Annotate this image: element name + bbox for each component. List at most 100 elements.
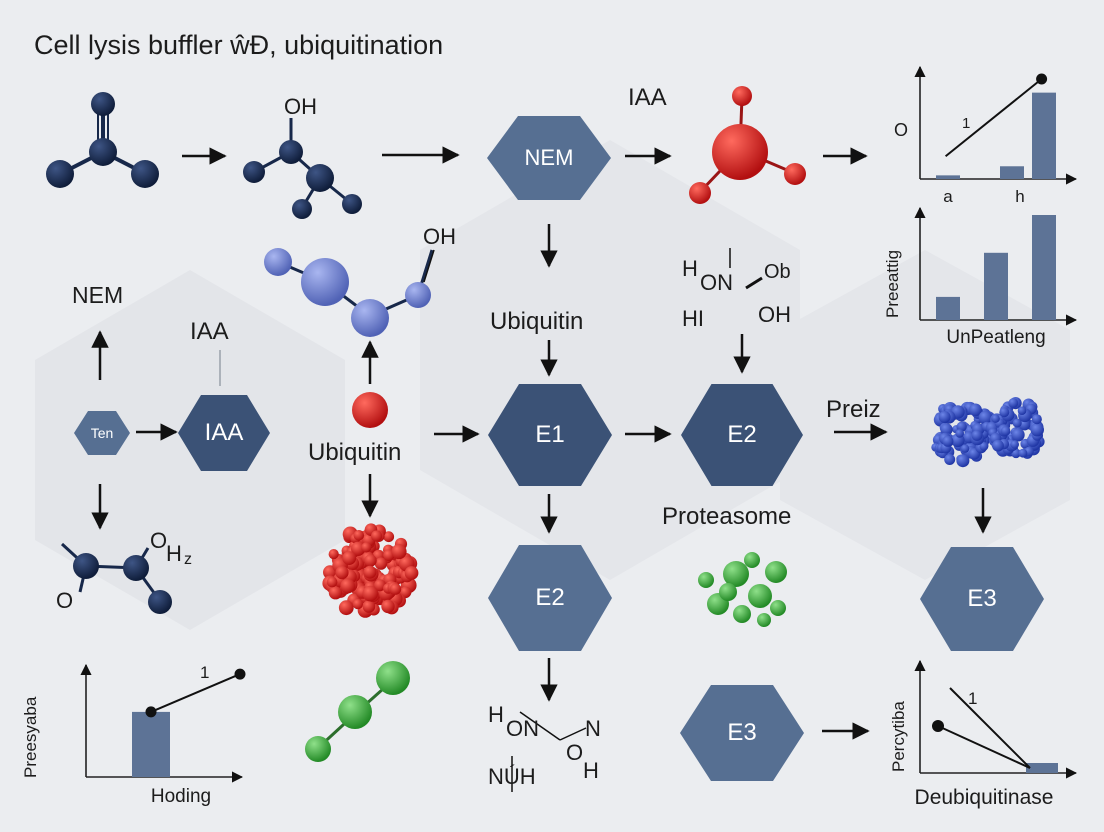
cluster-sphere	[999, 407, 1010, 418]
cluster-sphere	[719, 583, 737, 601]
formula-top-ob: Ob	[764, 261, 791, 283]
y-axis-label: Preesyaba	[21, 696, 40, 778]
cluster-sphere	[364, 554, 377, 567]
formula-bot-on: ON	[506, 716, 539, 741]
cluster-sphere	[991, 414, 1000, 423]
cluster-sphere	[326, 576, 338, 588]
cluster-sphere	[723, 561, 749, 587]
formula-bot-h2: H	[583, 758, 599, 783]
formula-bot-n: N	[585, 716, 601, 741]
cluster-sphere	[361, 542, 372, 553]
x-axis-label: Hoding	[151, 786, 211, 807]
formula-bot-o: O	[566, 740, 584, 765]
bar	[132, 711, 170, 777]
tick-label: h	[1015, 187, 1024, 206]
cluster-sphere	[1000, 426, 1011, 436]
label-h-left-mol: H	[166, 541, 182, 566]
cluster-sphere	[1017, 406, 1027, 416]
label-o-left-mol: O	[150, 528, 168, 553]
label-o-left: O	[56, 588, 74, 613]
bar	[1032, 92, 1056, 179]
tick-label: a	[943, 187, 953, 206]
node-e2-lower-label: E2	[535, 584, 565, 611]
bond-bot-formula-2	[559, 727, 587, 741]
node-e1-label: E1	[535, 421, 565, 448]
cluster-sphere	[748, 584, 772, 608]
cluster-sphere	[969, 403, 982, 417]
cluster-sphere	[978, 410, 993, 425]
cluster-sphere	[353, 530, 365, 541]
node-e2-center-label: E2	[727, 421, 757, 448]
molecule-left-bottom	[60, 542, 172, 614]
cluster-sphere	[942, 435, 954, 447]
cluster-sphere	[374, 557, 388, 570]
protein-red-cluster	[322, 523, 419, 618]
cluster-sphere	[744, 552, 760, 568]
cluster-sphere	[770, 600, 786, 616]
protein-blue-cluster	[931, 397, 1045, 468]
trend-point	[145, 706, 157, 718]
node-ten-label: Ten	[90, 425, 114, 441]
molecule-green-chain	[305, 661, 410, 762]
cluster-sphere	[1031, 414, 1042, 425]
y-axis-label: Percytiba	[889, 701, 908, 772]
annotation-label: 1	[968, 689, 977, 708]
cluster-sphere	[374, 579, 386, 592]
molecule-blue-chain	[264, 248, 434, 337]
cluster-sphere	[404, 566, 419, 580]
formula-top-oh: OH	[758, 302, 791, 327]
node-iaa-label: IAA	[204, 419, 244, 446]
cluster-sphere	[342, 551, 357, 565]
label-ubiquitin-center: Ubiquitin	[490, 308, 584, 335]
node-e3-bottom[interactable]: E3	[680, 685, 804, 781]
cluster-sphere	[1018, 418, 1031, 431]
formula-bot-nuh: NÚH	[488, 764, 536, 789]
cluster-sphere	[340, 578, 356, 594]
cluster-sphere	[1012, 418, 1022, 428]
bg-hex-right	[780, 250, 1070, 580]
trend-point	[932, 720, 944, 732]
formula-top-on: ON	[700, 270, 733, 295]
label-nem-left: NEM	[72, 282, 124, 308]
cluster-sphere	[338, 600, 354, 616]
annotation-label: 1	[962, 115, 970, 132]
cluster-sphere	[938, 411, 951, 423]
bar	[1000, 166, 1024, 179]
cluster-sphere	[362, 600, 376, 613]
node-nem-label: NEM	[524, 145, 574, 170]
label-oh-blue: OH	[423, 224, 456, 249]
label-oh-top: OH	[284, 94, 317, 119]
cluster-sphere	[956, 454, 970, 468]
cluster-sphere	[955, 429, 964, 438]
cluster-sphere	[328, 549, 339, 560]
cluster-sphere	[960, 444, 970, 453]
trend-point	[234, 668, 246, 680]
cluster-sphere	[1011, 428, 1025, 442]
formula-top-h: H	[682, 256, 698, 281]
cluster-sphere	[1018, 448, 1028, 458]
cluster-sphere	[328, 586, 343, 600]
cluster-sphere	[992, 439, 1004, 452]
formula-bot-h: H	[488, 702, 504, 727]
cluster-sphere	[383, 531, 395, 543]
cluster-sphere	[757, 613, 771, 627]
label-z-left-mol: z	[184, 551, 192, 568]
cluster-sphere	[352, 598, 364, 610]
cluster-sphere	[940, 423, 953, 436]
cluster-sphere	[944, 454, 956, 465]
x-axis-label: Deubiquitinase	[915, 786, 1054, 809]
y-axis-label: Preeattig	[883, 250, 902, 318]
cluster-sphere	[1010, 440, 1019, 449]
x-axis-label: UnPeatleng	[946, 327, 1045, 348]
bond-bot-formula-1	[519, 711, 561, 741]
label-preiz: Preiz	[826, 396, 881, 423]
formula-top-hi: HI	[682, 306, 704, 331]
bond-wedge	[745, 276, 763, 290]
bond-oh-blue	[423, 249, 435, 283]
cluster-sphere	[391, 544, 407, 560]
